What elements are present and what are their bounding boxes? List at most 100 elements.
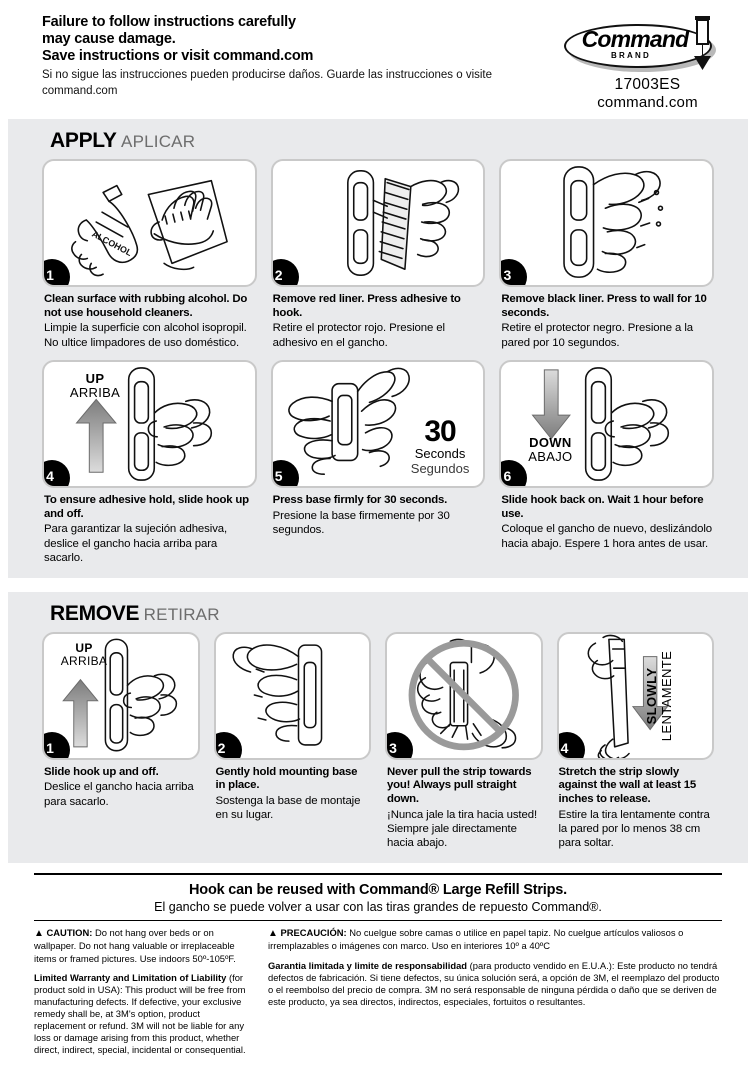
apply-step-4-en: To ensure adhesive hold, slide hook up a…: [44, 494, 249, 520]
apply-step-1: ALCOHOL 1: [42, 159, 257, 350]
apply-step-5-count: 30: [424, 414, 456, 448]
up-arrow-icon: [62, 678, 99, 747]
logo-brand-text: BRAND: [611, 51, 651, 60]
apply-step-1-en: Clean surface with rubbing alcohol. Do n…: [44, 293, 248, 319]
reuse-note-en: Hook can be reused with Command® Large R…: [189, 881, 567, 898]
hand-holding-mounting-base-icon: [231, 643, 322, 746]
hand-pressing-strip-to-wall-icon: [563, 166, 664, 278]
apply-step-2-panel: 2: [270, 159, 486, 287]
remove-title-en: REMOVE: [50, 601, 140, 625]
remove-step-1-panel: UP ARRIBA: [42, 631, 200, 760]
apply-step-1-panel: ALCOHOL 1: [42, 159, 257, 287]
remove-title: REMOVE RETIRAR: [8, 602, 748, 632]
apply-step-3: 3 Remove black liner. Press to wall for …: [499, 159, 715, 350]
warranty-en: Limited Warranty and Limitation of Liabi…: [34, 972, 252, 1056]
remove-step-1-graphic: [62, 638, 178, 751]
warning-line-3: Save instructions or visit command.com: [42, 48, 314, 65]
remove-step-1-en: Slide hook up and off.: [44, 765, 159, 778]
apply-step-1-es: Limpie la superficie con alcohol isoprop…: [44, 322, 247, 349]
apply-step-2-es: Retire el protector rojo. Presione el ad…: [272, 322, 445, 349]
apply-step-6-en: Slide hook back on. Wait 1 hour before u…: [501, 494, 704, 520]
remove-step-1-label-en: UP: [75, 640, 93, 655]
apply-step-4-es: Para garantizar la sujeción adhesiva, de…: [44, 523, 228, 565]
warranty-body-es: (para producto vendido en E.U.A.): Este …: [268, 959, 720, 1007]
warning-triangle-icon-es: ▲: [268, 927, 278, 939]
remove-step-2-es: Sostenga la base de montaje en su lugar.: [215, 794, 361, 822]
caution-en: ▲ CAUTION: Do not hang over beds or on w…: [34, 927, 252, 965]
caution-body-en: Do not hang over beds or on wallpaper. D…: [34, 926, 236, 964]
remove-section: REMOVE RETIRAR UP ARRIBA: [8, 591, 748, 863]
apply-section: APPLY APLICAR: [8, 119, 748, 578]
remove-step-4-label-es: LENTAMENTE: [658, 650, 674, 741]
hook-icon: [694, 16, 711, 70]
apply-step-5-panel: 30 Seconds Segundos 5: [270, 360, 486, 489]
apply-step-3-es: Retire el protector negro. Presione a la…: [501, 322, 693, 349]
warning-line-1: Failure to follow instructions carefully: [42, 14, 296, 30]
remove-step-1-direction-label: UP ARRIBA: [52, 640, 116, 668]
reuse-note-es: El gancho se puede volver a usar con las…: [154, 899, 602, 914]
apply-step-4-direction-label: UP ARRIBA: [58, 371, 132, 401]
apply-step-6-direction-label: DOWN ABAJO: [511, 435, 589, 465]
warranty-body-en: (for product sold in USA): This product …: [34, 971, 246, 1055]
header-warning-block: Failure to follow instructions carefully…: [42, 10, 555, 99]
apply-step-2-en: Remove red liner. Press adhesive to hook…: [272, 293, 461, 319]
prohibited-pulling-strip-toward-you-icon: [408, 638, 519, 750]
apply-title-es: APLICAR: [121, 132, 196, 151]
hand-stretching-strip-down-along-wall-icon: [587, 634, 668, 758]
apply-step-6-label-es: ABAJO: [528, 449, 573, 465]
apply-step-5-timer: 30 Seconds Segundos: [410, 414, 470, 477]
apply-step-6-caption: Slide hook back on. Wait 1 hour before u…: [499, 488, 714, 551]
remove-step-1-caption: Slide hook up and off. Deslice el gancho…: [42, 760, 200, 809]
product-sku: 17003ES: [614, 76, 681, 93]
remove-step-4-panel: SLOWLY LENTAMENTE: [556, 631, 714, 760]
command-logo: Command BRAND: [560, 16, 735, 74]
remove-step-4: SLOWLY LENTAMENTE: [556, 631, 715, 851]
caution-label-es: PRECAUCIÓN:: [280, 926, 347, 938]
hand-peeling-red-liner-from-strip-icon: [346, 170, 459, 276]
apply-step-4-panel: UP ARRIBA: [42, 360, 257, 489]
remove-step-3-caption: Never pull the strip towards you! Always…: [385, 760, 543, 851]
svg-text:ALCOHOL: ALCOHOL: [90, 229, 134, 259]
warning-triangle-icon: ▲: [34, 927, 44, 939]
footer-column-spanish: ▲ PRECAUCIÓN: No cuelgue sobre camas o u…: [268, 927, 722, 1063]
remove-step-2: 2 Gently hold mounting base in place. So…: [213, 631, 372, 851]
remove-step-1-label-es: ARRIBA: [60, 653, 108, 668]
apply-step-4-graphic: [75, 367, 213, 481]
footer-column-english: ▲ CAUTION: Do not hang over beds or on w…: [34, 927, 252, 1063]
remove-step-2-caption: Gently hold mounting base in place. Sost…: [214, 760, 372, 823]
remove-step-4-en: Stretch the strip slowly against the wal…: [558, 765, 697, 805]
apply-title-en: APPLY: [50, 129, 117, 152]
warranty-es: Garantia limitada y limite de responsabi…: [268, 960, 722, 1008]
remove-step-3-panel: 3: [385, 631, 543, 760]
apply-step-2-caption: Remove red liner. Press adhesive to hook…: [271, 287, 486, 350]
two-hands-pressing-mounting-base-icon: [287, 367, 410, 476]
apply-step-4-label-es: ARRIBA: [69, 385, 121, 401]
apply-step-5: 30 Seconds Segundos 5 Press base firmly …: [270, 360, 486, 565]
apply-step-2: 2 Remove red liner. Press adhesive to ho…: [270, 159, 486, 350]
remove-step-4-caption: Stretch the strip slowly against the wal…: [557, 760, 715, 851]
apply-title: APPLY APLICAR: [8, 129, 748, 159]
apply-step-6-label-en: DOWN: [529, 435, 572, 451]
apply-step-6-panel: DOWN ABAJO: [499, 360, 715, 489]
remove-title-es: RETIRAR: [143, 604, 220, 624]
logo-wordmark: Command: [581, 26, 690, 52]
apply-step-1-caption: Clean surface with rubbing alcohol. Do n…: [42, 287, 257, 350]
remove-step-4-direction-label: SLOWLY LENTAMENTE: [644, 650, 674, 740]
apply-step-5-count-es: Segundos: [410, 461, 470, 477]
apply-step-5-en: Press base firmly for 30 seconds.: [272, 494, 448, 507]
remove-step-2-en: Gently hold mounting base in place.: [215, 765, 358, 792]
apply-step-4-caption: To ensure adhesive hold, slide hook up a…: [42, 488, 257, 565]
header: Failure to follow instructions carefully…: [0, 0, 756, 119]
remove-row: UP ARRIBA: [8, 631, 748, 851]
apply-step-6: DOWN ABAJO: [499, 360, 715, 565]
remove-step-1: UP ARRIBA: [42, 631, 200, 851]
logo-oval: [564, 24, 712, 68]
apply-step-6-graphic: [531, 367, 670, 481]
caution-body-es: No cuelgue sobre camas o utilice en pape…: [268, 926, 684, 952]
warranty-label-en: Limited Warranty and Limitation of Liabi…: [34, 971, 227, 983]
remove-step-3-es: ¡Nunca jale la tira hacia usted! Siempre…: [387, 808, 538, 850]
remove-step-4-label-en: SLOWLY: [643, 667, 659, 724]
no-symbol-circle-slash-icon: [408, 639, 519, 750]
warranty-label-es: Garantia limitada y limite de responsabi…: [268, 959, 468, 971]
remove-step-1-es: Deslice el gancho hacia arriba para saca…: [44, 781, 194, 808]
